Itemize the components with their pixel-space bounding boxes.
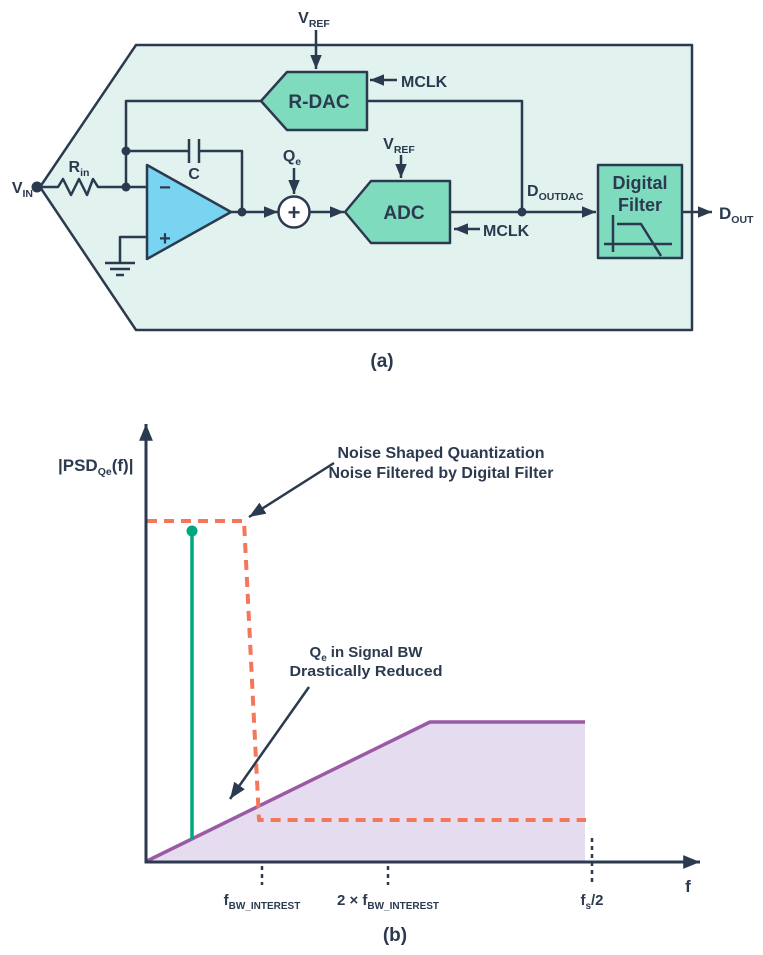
- noise-shaping-curve: [146, 720, 585, 863]
- opamp-plus-wire: [118, 235, 147, 262]
- y-axis-label: |PSDQe(f)|: [58, 456, 133, 478]
- digital-filter-label-line2: Filter: [618, 195, 662, 215]
- summing-node: [277, 195, 311, 229]
- summing-plus: +: [288, 200, 301, 225]
- annotation-qe-line2: Drastically Reduced: [290, 663, 443, 680]
- signal-spike-dot: [186, 525, 198, 537]
- vin-terminal-dot: [31, 181, 43, 193]
- ground-icon: [105, 261, 135, 277]
- rdac-label: R-DAC: [288, 92, 349, 113]
- rin-label: Rin: [69, 159, 90, 179]
- opamp-minus-input: −: [159, 177, 171, 199]
- rin-resistor: [37, 177, 147, 197]
- noise-shaping-area: [147, 722, 585, 861]
- x-axis-label: f: [685, 877, 691, 896]
- opamp: [145, 163, 233, 261]
- tick-label-fbw: fBW_INTEREST: [224, 892, 301, 912]
- vin-label: VIN: [12, 180, 33, 200]
- tick-label-2fbw: 2 × fBW_INTEREST: [337, 892, 439, 912]
- caption-a: (a): [370, 351, 393, 372]
- rdac-block: [259, 70, 369, 132]
- qe-label: Qe: [283, 148, 301, 168]
- psd-plot: |PSDQe(f)| f fBW_INTEREST 2 × fBW_INTERE…: [58, 423, 701, 946]
- mclk-rdac-label: MCLK: [401, 74, 448, 91]
- doutdac-junction-dot: [517, 207, 527, 217]
- adc-block: [343, 179, 452, 245]
- annotation-noise-shaped-line1: Noise Shaped Quantization: [338, 445, 545, 462]
- annotation-arrow-1: [248, 461, 335, 519]
- doutdac-feedback-wire: [367, 99, 524, 212]
- mclk-adc-label: MCLK: [483, 223, 530, 240]
- doutdac-label: DOUTDAC: [527, 183, 584, 203]
- adc-label: ADC: [383, 203, 424, 224]
- junction-dot: [121, 146, 131, 156]
- lowpass-response-icon: [604, 215, 672, 257]
- block-diagram: − + + R-DAC ADC Digital Filter VIN Rin C…: [12, 10, 754, 372]
- capacitor-label: C: [188, 166, 200, 183]
- caption-b: (b): [383, 925, 407, 946]
- dout-label: DOUT: [719, 204, 754, 226]
- annotation-noise-shaped-line2: Noise Filtered by Digital Filter: [329, 465, 554, 482]
- rdac-feedback-wire: [124, 99, 261, 187]
- junction-dot: [121, 182, 131, 192]
- vref-rdac-label: VREF: [298, 10, 330, 30]
- annotation-arrow-2: [228, 686, 311, 800]
- filtered-noise-dashed-curve: [147, 519, 586, 822]
- digital-filter-label-line1: Digital: [612, 173, 667, 193]
- capacitor-wire-right: [199, 149, 244, 212]
- opamp-plus-input: +: [159, 228, 171, 250]
- tick-label-fs2: fs/2: [580, 892, 603, 912]
- junction-dot: [237, 207, 247, 217]
- vref-adc-label: VREF: [383, 136, 415, 156]
